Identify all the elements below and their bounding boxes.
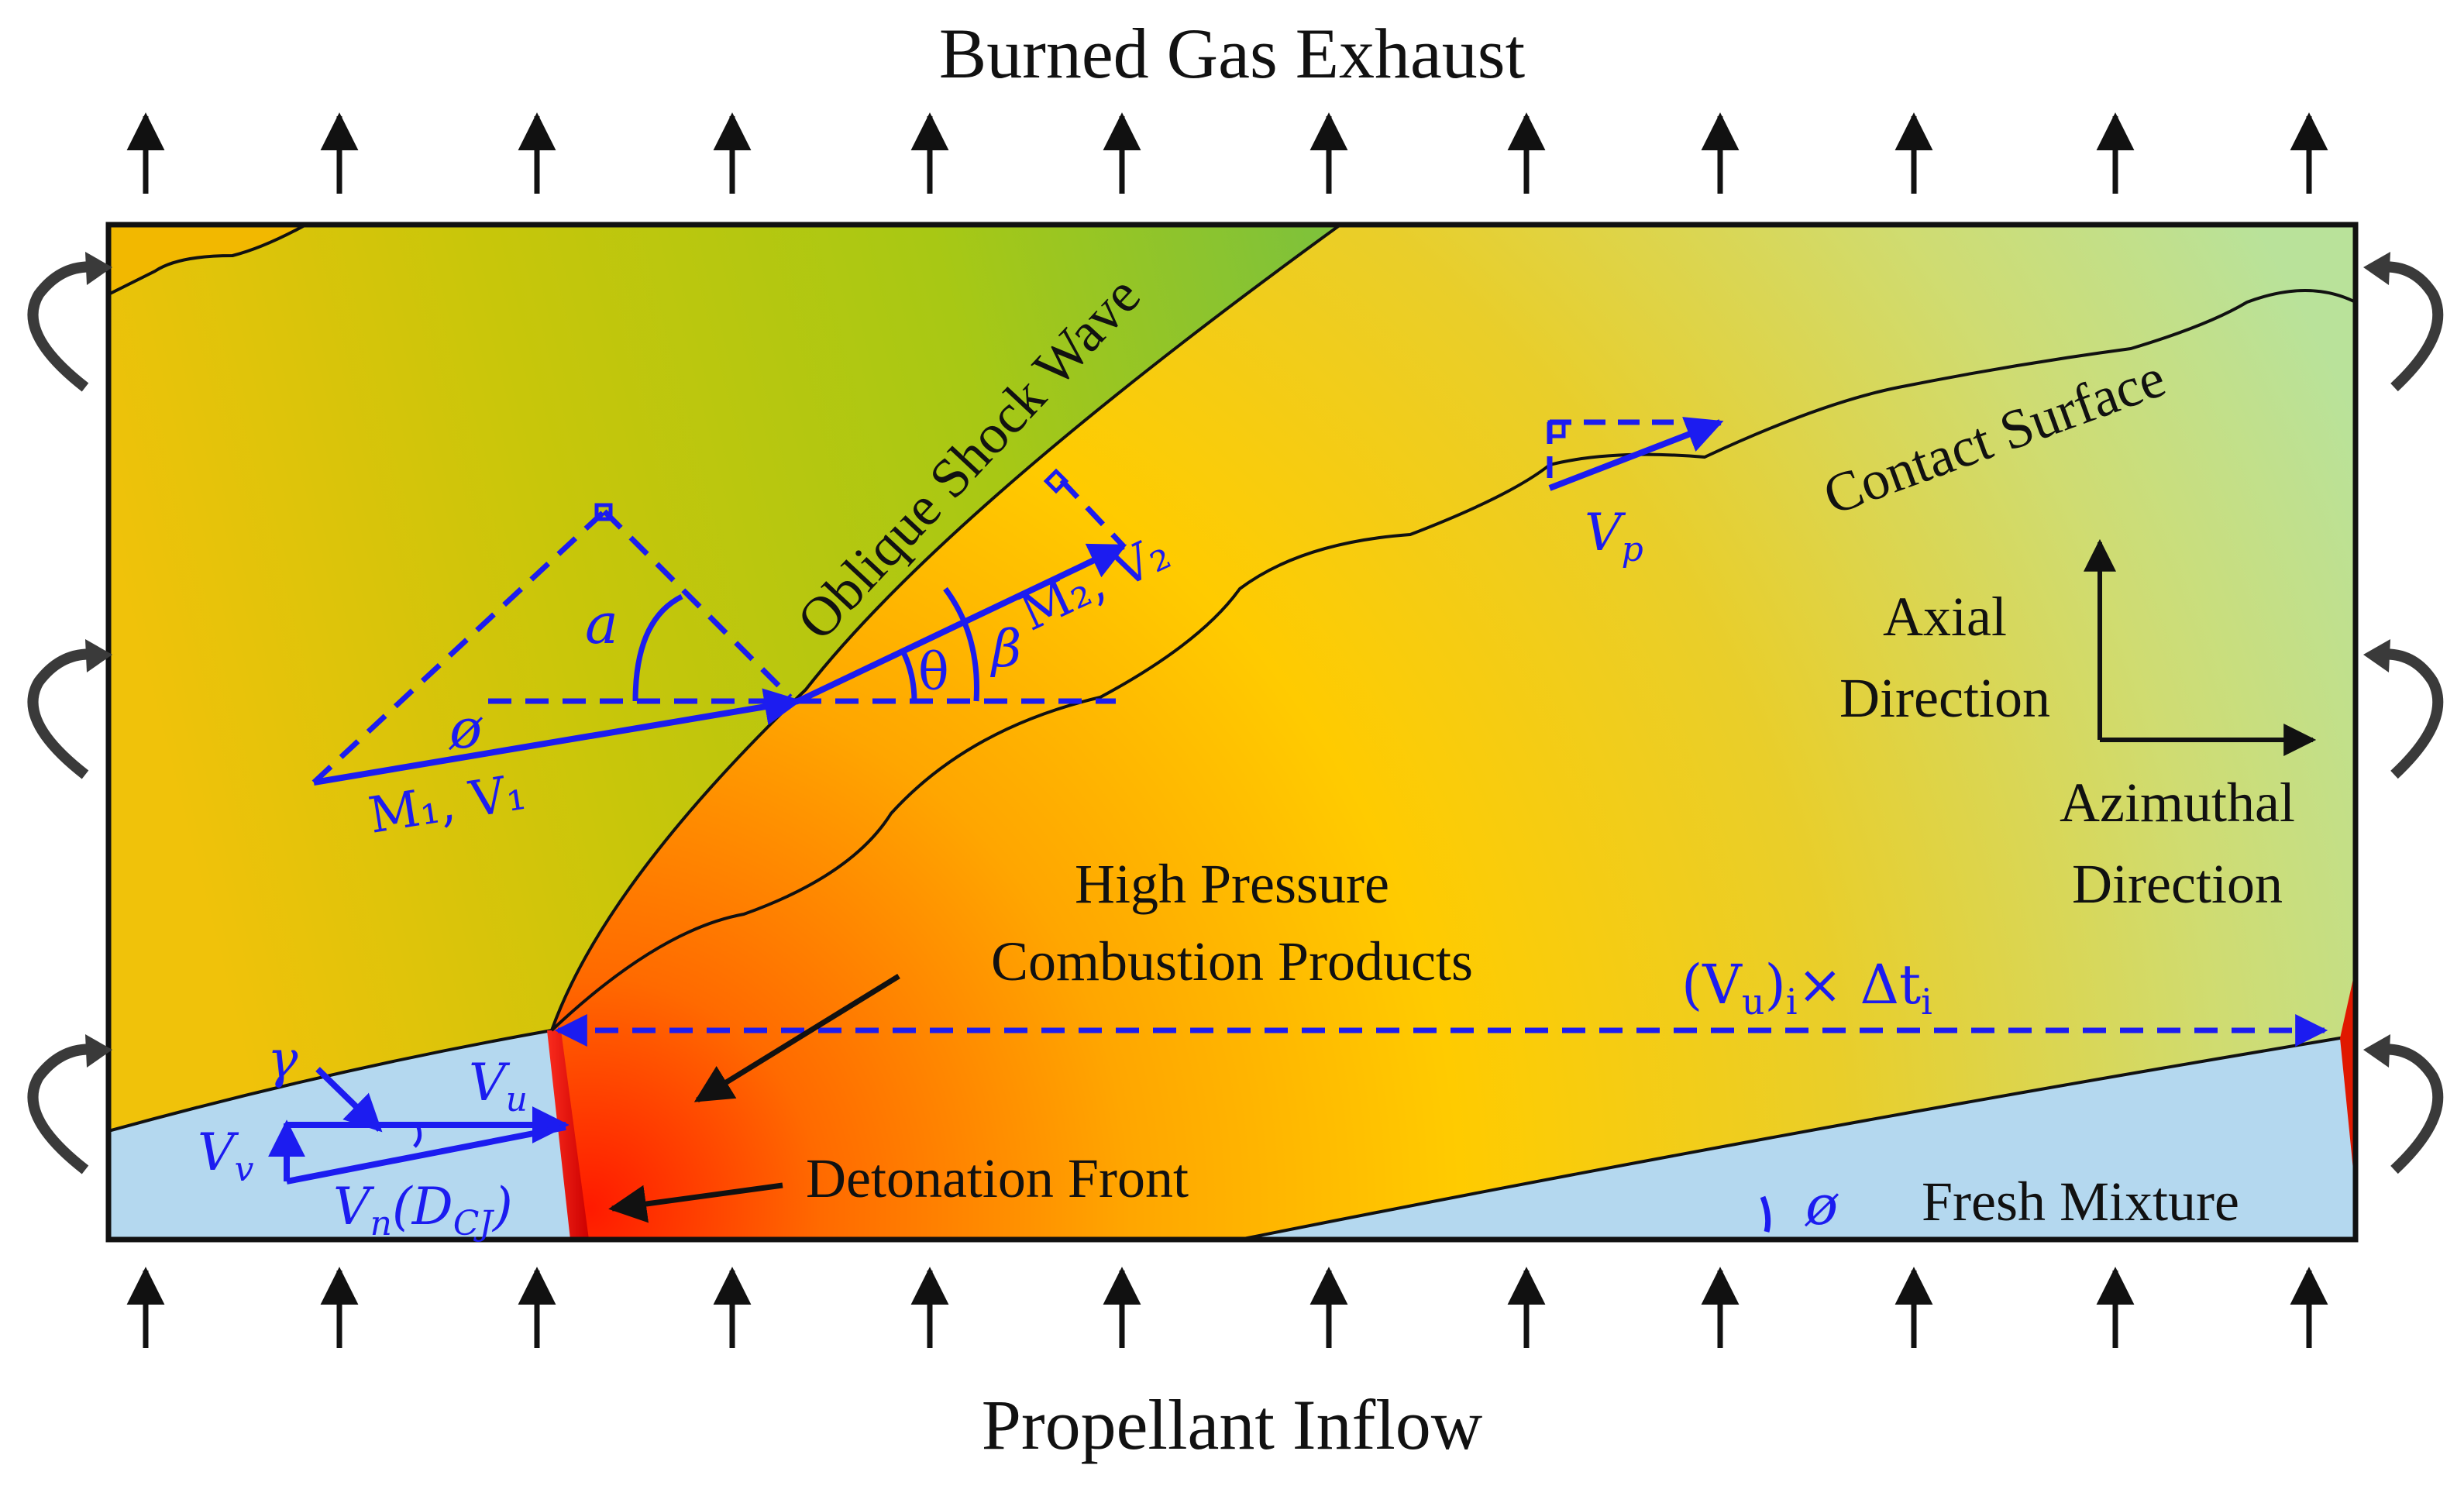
bottom-phi-symbol: ø: [1804, 1174, 1839, 1237]
gamma-pointer: [315, 1067, 383, 1133]
normal-dashed: [311, 509, 607, 785]
shock-vector-diagram: [311, 468, 1127, 786]
high-pressure-label-1: High Pressure: [1075, 853, 1389, 915]
fresh-mixture-label: Fresh Mixture: [1922, 1171, 2239, 1233]
periodic-arrowheads-left: [85, 252, 112, 1068]
detonation-front-right: [2340, 968, 2356, 1193]
periodic-arrowheads-right: [2363, 252, 2390, 1068]
combustor-boundary: [105, 222, 2359, 1243]
top-left-wisp: [108, 225, 307, 297]
phi-symbol: ø: [448, 697, 484, 761]
bottom-phi-arc: [1760, 1195, 1771, 1233]
gamma-arc: [413, 1126, 422, 1148]
travel-distance-label: (Vu)i× Δti: [1681, 953, 1932, 1023]
contact-surface-line: [550, 289, 2356, 1032]
vn-label: Vn(DCJ): [333, 1177, 513, 1243]
right-angle-2: [1043, 468, 1069, 494]
title-top: Burned Gas Exhaust: [939, 14, 1526, 93]
azimuthal-label-1: Azimuthal: [2060, 772, 2295, 834]
vp-label: Vp: [1585, 503, 1643, 569]
detonation-front-label: Detonation Front: [806, 1147, 1189, 1209]
axial-label-2: Direction: [1839, 667, 2050, 729]
right-angle-1: [594, 503, 613, 521]
pre-shock-region: [108, 225, 1340, 1131]
combustor-domain: [108, 225, 2356, 1240]
alpha-symbol: a: [585, 591, 618, 656]
theta-symbol: θ: [918, 642, 949, 702]
beta-arc: [943, 586, 979, 702]
periodic-arrows-left: [27, 261, 98, 1174]
beta-symbol: β: [989, 619, 1021, 679]
vn-vector: [286, 1124, 566, 1185]
vv-label: Vv: [198, 1123, 254, 1189]
inflow-arrows: [126, 1267, 2328, 1348]
m2-dashed-perp: [1059, 478, 1126, 548]
vu-label: Vu: [469, 1053, 528, 1119]
fresh-mixture-left: [108, 1028, 582, 1240]
m1-vector: [313, 688, 802, 786]
alpha-arc: [632, 593, 683, 702]
m2-vector: [797, 543, 1127, 704]
gamma-symbol: γ: [267, 1030, 298, 1089]
high-pressure-label-2: Combustion Products: [991, 930, 1473, 992]
oblique-shock-line: [550, 225, 1342, 1031]
azimuthal-label-2: Direction: [2072, 853, 2283, 915]
detonation-pointer-arrow: [608, 1182, 783, 1223]
vp-vector-diagram: [1547, 417, 1724, 491]
axial-label-1: Axial: [1883, 586, 2007, 648]
products-pointer-arrow: [693, 974, 900, 1102]
normal-dashed-2: [602, 509, 793, 700]
theta-arc: [900, 649, 917, 702]
direction-axes: [2084, 538, 2317, 756]
detonation-vector-diagram: [268, 1067, 570, 1185]
periodic-arrows-right: [2378, 261, 2444, 1174]
fresh-mixture-layer: [1239, 1037, 2356, 1240]
title-bottom: Propellant Inflow: [982, 1385, 1483, 1464]
exhaust-arrows: [126, 112, 2328, 194]
